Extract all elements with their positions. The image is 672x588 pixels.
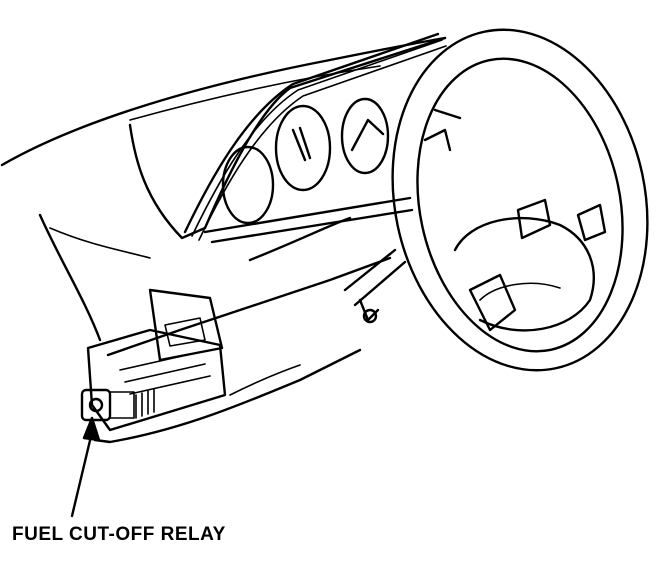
horn-button-right (576, 203, 607, 242)
fuse-box-slots (119, 351, 211, 395)
gauge-center (274, 104, 332, 192)
fuse-box-lid (148, 288, 224, 362)
dash-face-line (106, 256, 392, 357)
relay-screw (88, 397, 104, 413)
gauge-right-needle (350, 118, 385, 152)
dash-lower-panel (203, 196, 414, 244)
steering-wheel-hub (453, 216, 595, 332)
hood-trim-3 (198, 45, 447, 241)
callout-leader-line (70, 430, 94, 518)
steering-column (343, 248, 407, 307)
gauge-left (221, 145, 275, 225)
fuse-box-lid-tab (164, 317, 206, 347)
fuel-cut-off-relay-label: FUEL CUT-OFF RELAY (12, 524, 226, 545)
horn-button-left (516, 198, 552, 240)
gauge-center-needle (291, 126, 312, 162)
fuel-cut-off-relay (80, 388, 112, 422)
steering-wheel-upper-spoke (423, 108, 462, 152)
steering-wheel-inner-rim (416, 57, 624, 353)
hood-trim-1 (183, 32, 440, 234)
callout-arrowhead (82, 416, 101, 442)
relay-ribs (135, 388, 155, 419)
knee-panel (248, 216, 352, 262)
dash-bottom-curve (229, 364, 301, 396)
column-hinge (358, 298, 380, 322)
dash-face-line-2 (49, 227, 151, 259)
horn-button-bottom (468, 273, 517, 332)
hood-trim-2 (191, 39, 443, 237)
dash-left-face (38, 213, 102, 342)
relay-connector (109, 391, 135, 419)
fuse-box-body (86, 328, 227, 432)
dashboard-inner-edge (129, 65, 381, 121)
dashboard-top-edge (0, 36, 447, 167)
dash-bottom-edge (93, 348, 362, 444)
steering-wheel-outer-rim (391, 28, 649, 372)
column-bolt (362, 308, 378, 324)
gauge-right (340, 97, 390, 175)
steering-wheel-hub-inner (479, 282, 561, 301)
